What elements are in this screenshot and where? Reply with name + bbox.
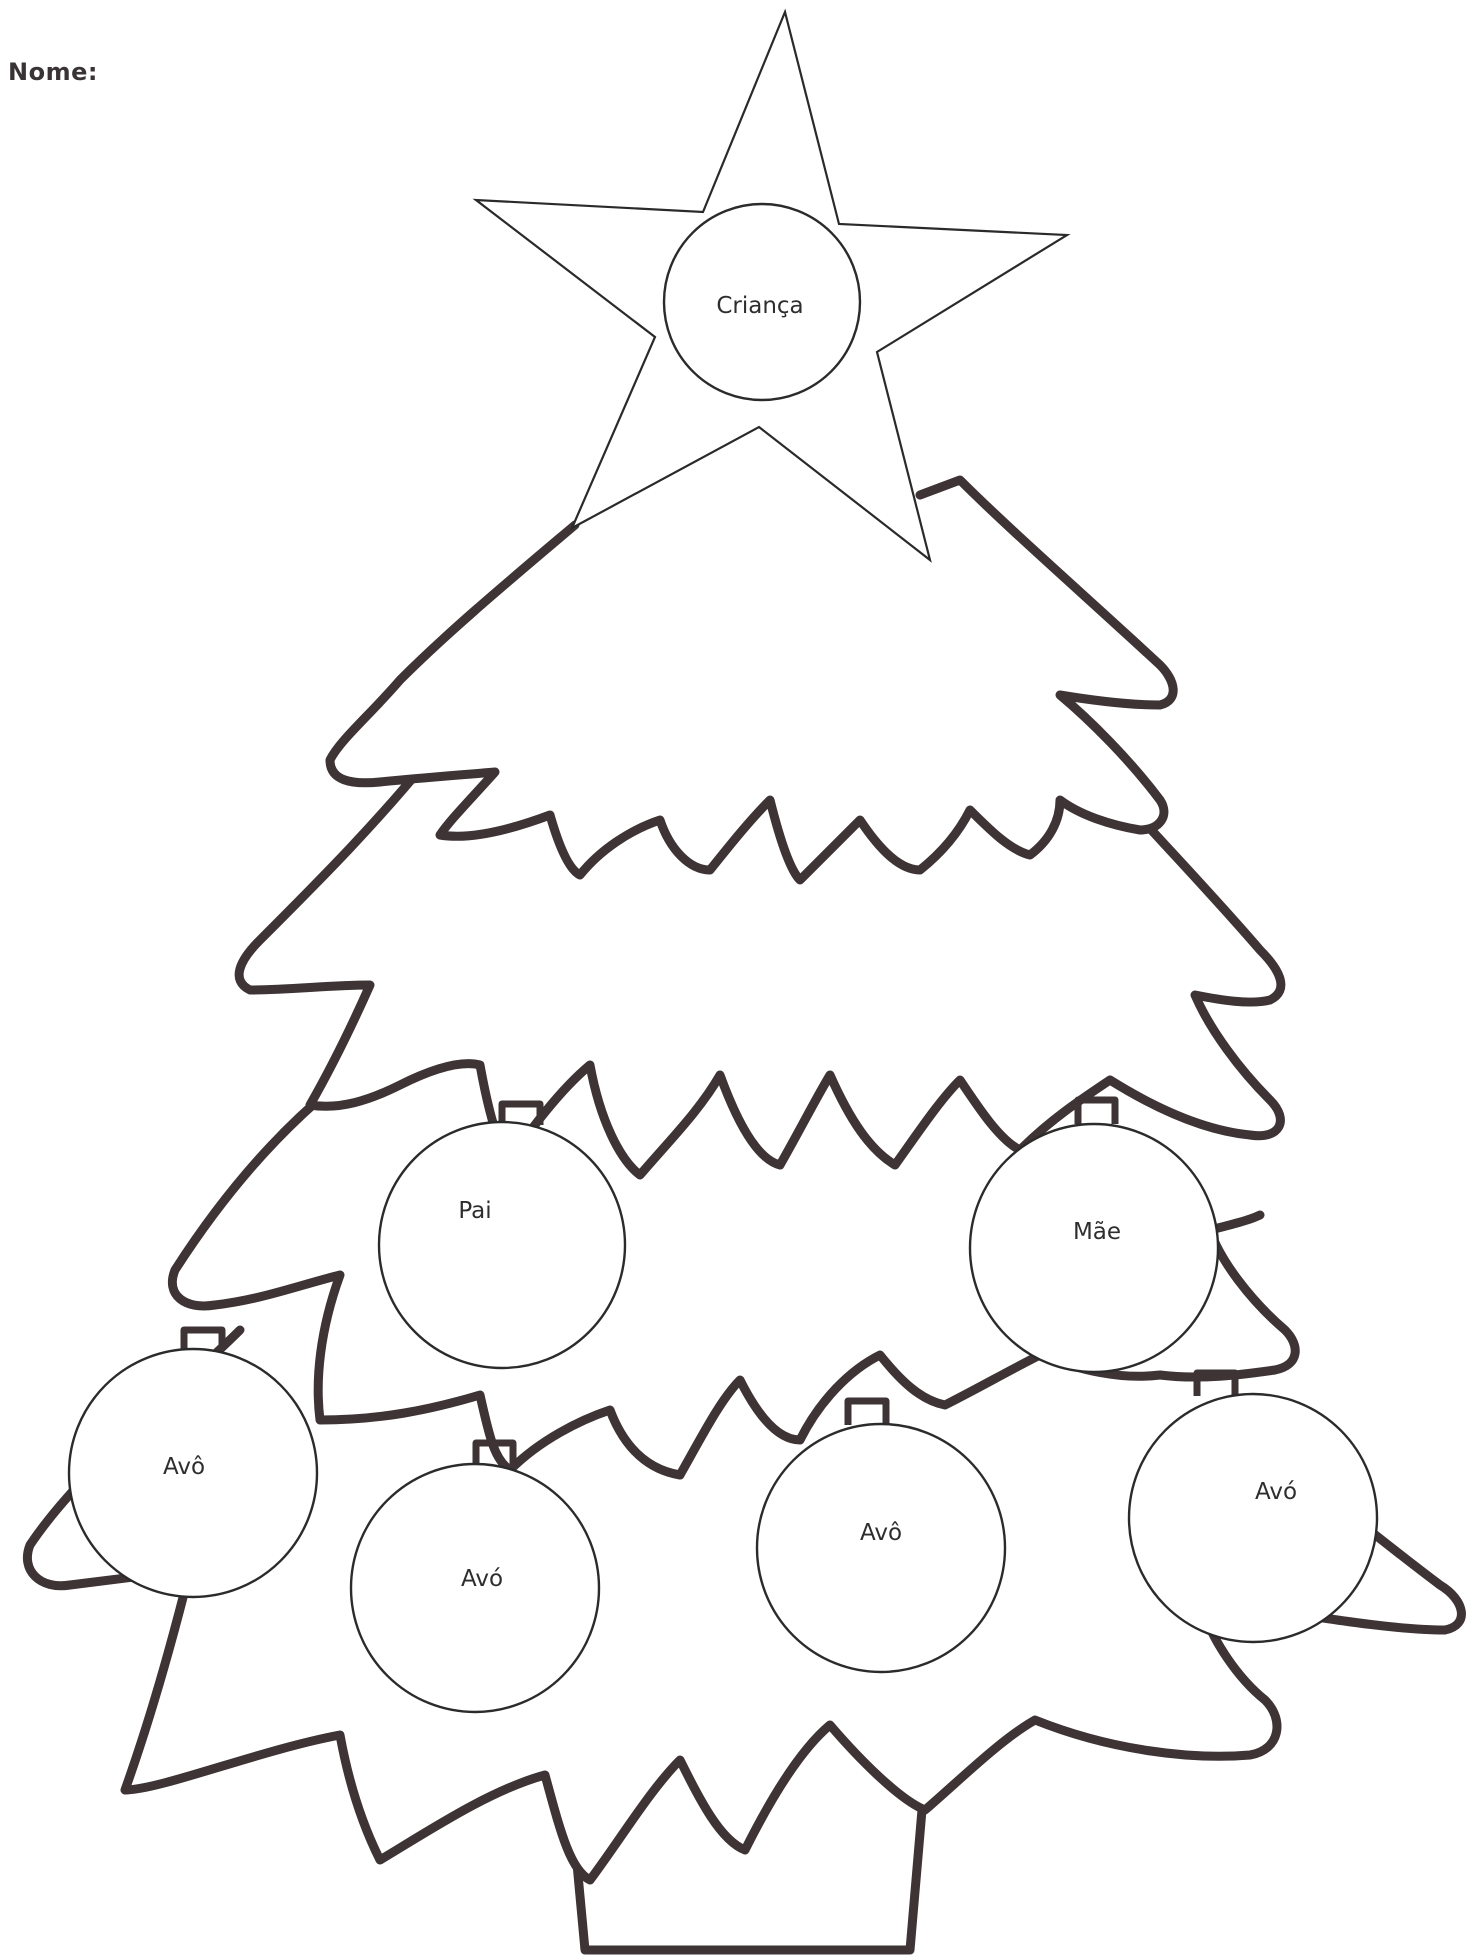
ornament-label: Mãe	[1073, 1219, 1121, 1245]
ornament-label: Avô	[163, 1454, 205, 1480]
ornament-avo-right: Avó	[1129, 1373, 1377, 1642]
tree-tier-top	[330, 480, 1173, 880]
ornament-label: Pai	[458, 1198, 491, 1224]
ornament-label: Avô	[860, 1520, 902, 1546]
ornament-hanger	[1078, 1100, 1115, 1124]
ornament-label: Avó	[461, 1566, 503, 1592]
star-label: Criança	[716, 293, 803, 319]
ornament-label: Avó	[1255, 1479, 1297, 1505]
ornament-hanger	[1197, 1373, 1235, 1396]
